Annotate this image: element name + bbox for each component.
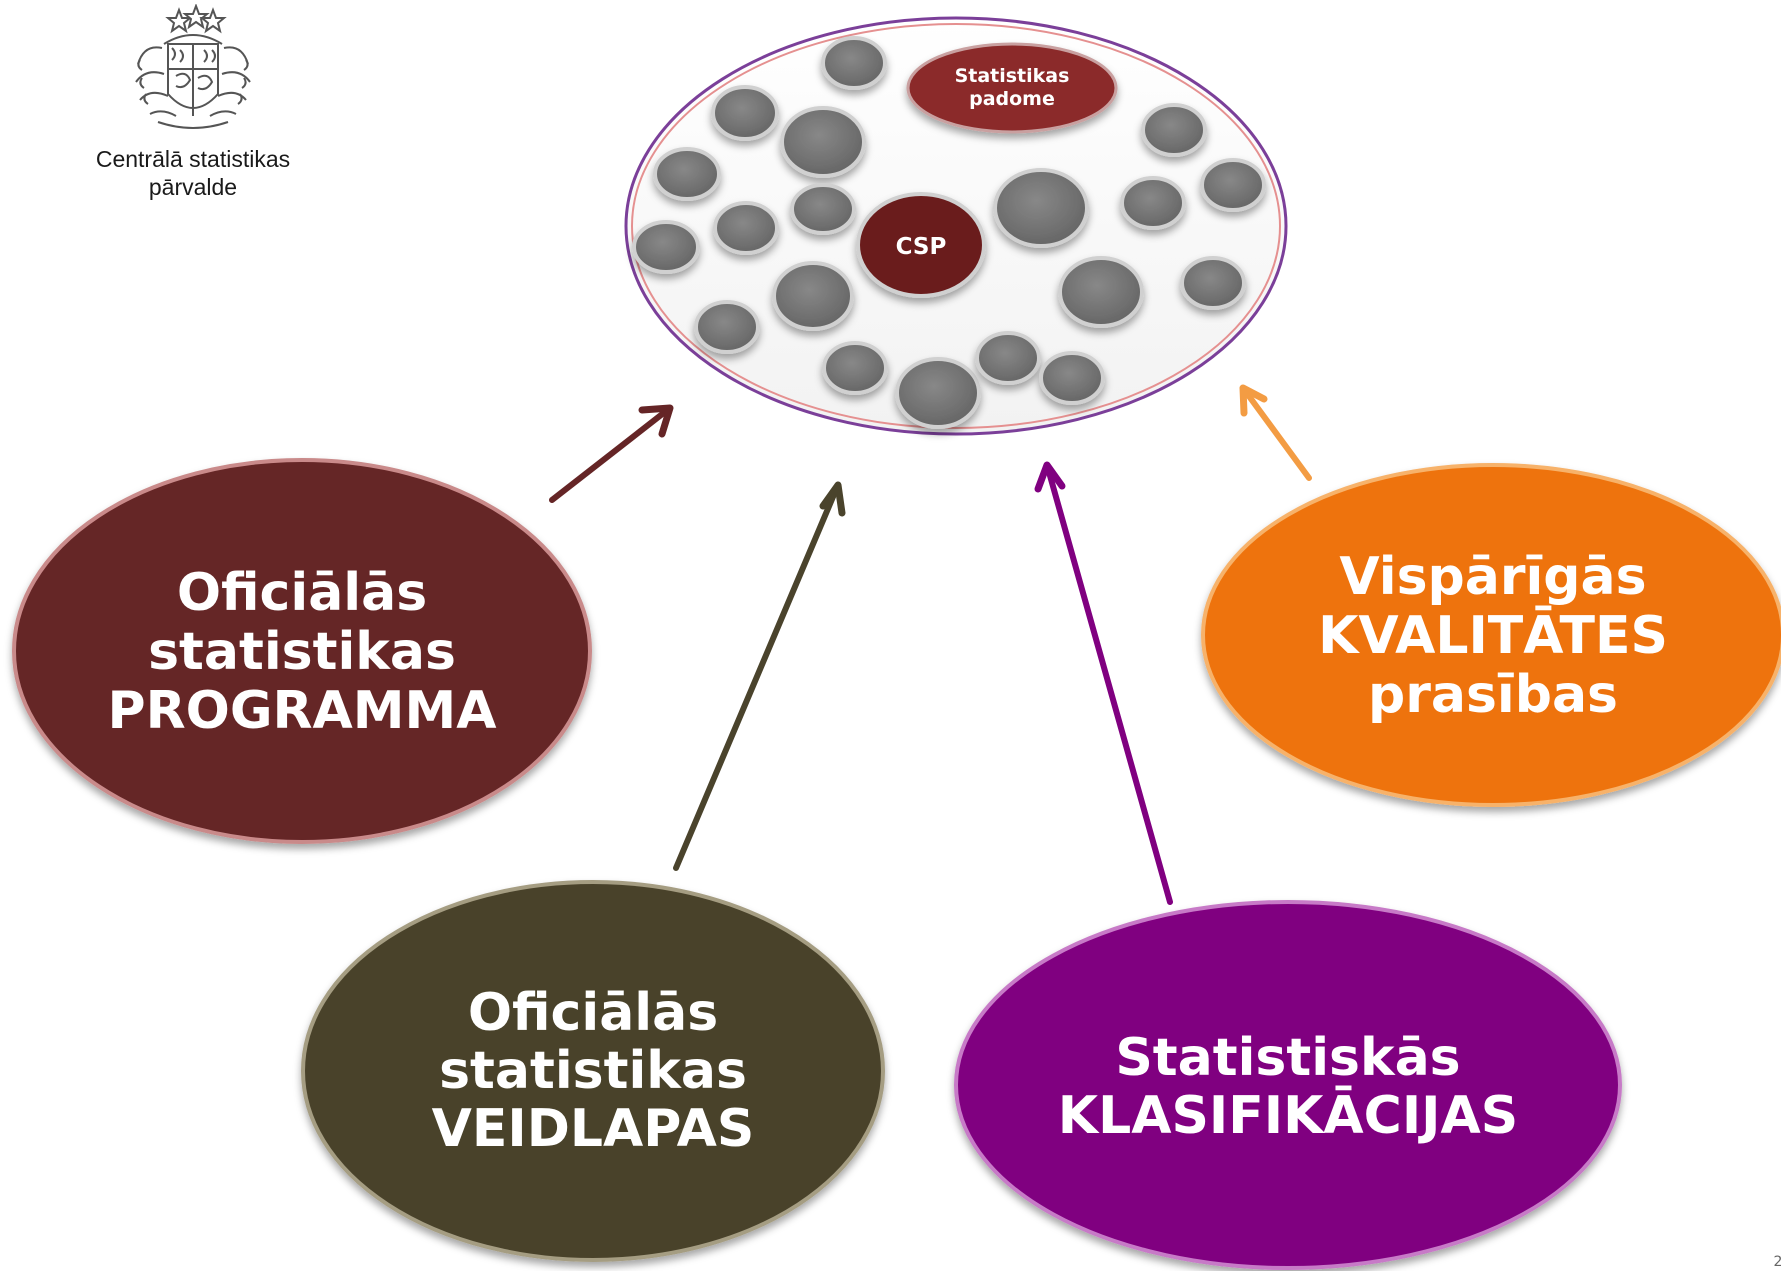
member-circle — [1120, 176, 1186, 230]
org-logo: Centrālā statistikas pārvalde — [78, 4, 308, 201]
member-circle — [653, 147, 721, 201]
csp-node: CSP — [856, 192, 986, 298]
coat-of-arms-icon — [135, 4, 251, 129]
node-klasifikacijas: Statistiskās KLASIFIKĀCIJAS — [954, 900, 1622, 1270]
csp-label: CSP — [896, 234, 947, 260]
member-circle — [694, 300, 760, 354]
klasifikacijas-line-2: KLASIFIKĀCIJAS — [1058, 1086, 1518, 1146]
node-kvalitates: Vispārīgās KVALITĀTES prasības — [1201, 463, 1781, 807]
veidlapas-line-1: Oficiālās — [468, 983, 718, 1043]
org-name: Centrālā statistikas pārvalde — [78, 145, 308, 201]
arrow-kvalitates — [1240, 385, 1312, 481]
member-circle — [780, 106, 866, 178]
org-name-line-1: Centrālā statistikas — [95, 146, 291, 172]
member-circle — [1180, 256, 1246, 310]
member-circle — [975, 331, 1041, 385]
programma-line-2: statistikas — [148, 622, 456, 682]
node-veidlapas: Oficiālās statistikas VEIDLAPAS — [301, 880, 885, 1262]
veidlapas-line-3: VEIDLAPAS — [432, 1099, 755, 1159]
member-circle — [711, 85, 779, 141]
klasifikacijas-line-1: Statistiskās — [1115, 1028, 1460, 1088]
member-circle — [1058, 256, 1144, 328]
member-circle — [1039, 351, 1105, 405]
arrows — [549, 384, 1312, 905]
member-circle — [790, 183, 856, 235]
veidlapas-line-2: statistikas — [439, 1041, 747, 1101]
arrowhead-klasifikacijas — [1034, 461, 1066, 493]
kvalitates-line-1: Vispārīgās — [1339, 547, 1646, 607]
arrowhead-kvalitates — [1239, 384, 1268, 417]
council-node: Statistikas padome — [906, 42, 1118, 134]
member-circle — [822, 341, 888, 395]
programma-line-1: Oficiālās — [177, 563, 427, 623]
member-circle — [713, 201, 779, 255]
arrow-programma — [549, 405, 673, 503]
page-number: 2 — [1774, 1254, 1781, 1270]
kvalitates-line-2: KVALITĀTES — [1318, 606, 1668, 666]
member-circle — [821, 36, 887, 90]
member-circle — [1141, 103, 1207, 157]
arrow-veidlapas — [673, 482, 841, 871]
member-circle — [632, 220, 700, 274]
programma-line-3: PROGRAMMA — [107, 681, 496, 741]
member-circle — [895, 357, 981, 429]
org-name-line-2: pārvalde — [148, 174, 238, 200]
council-label-line-2: padome — [969, 88, 1055, 110]
arrowhead-programma — [638, 404, 674, 438]
hub-members — [632, 36, 1266, 429]
council-label-line-1: Statistikas — [955, 65, 1070, 87]
kvalitates-line-3: prasības — [1368, 665, 1618, 725]
arrowhead-veidlapas — [819, 481, 846, 517]
arrow-klasifikacijas — [1044, 462, 1173, 905]
member-circle — [772, 261, 854, 331]
member-circle — [1200, 158, 1266, 212]
node-programma: Oficiālās statistikas PROGRAMMA — [12, 458, 592, 844]
member-circle — [993, 168, 1089, 248]
